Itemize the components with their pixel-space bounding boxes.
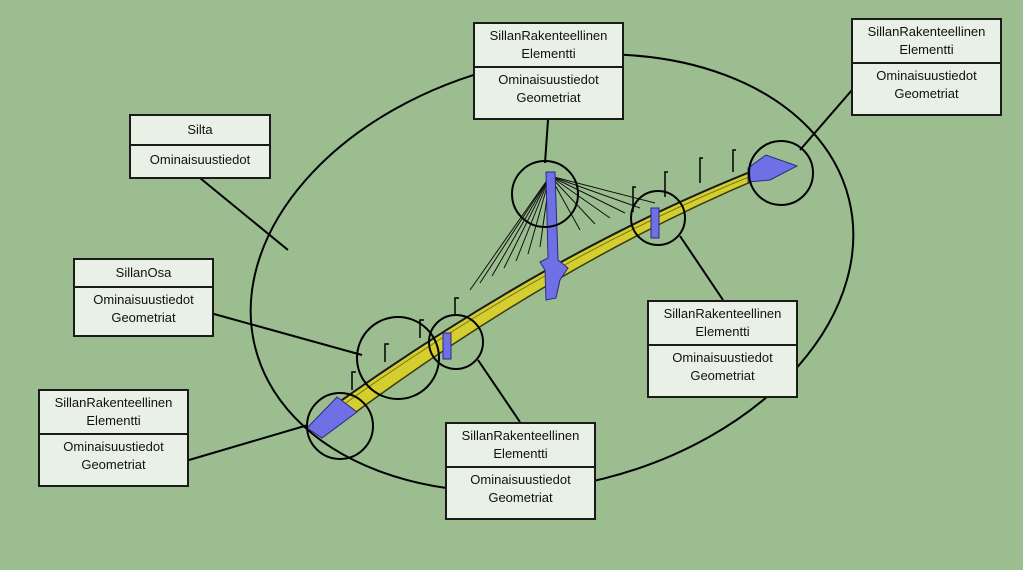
pylon (539, 171, 569, 301)
element-circles (306, 140, 814, 460)
box-geometries: Geometriat (516, 90, 581, 105)
railing-posts (351, 149, 736, 390)
box-title: SillanRakenteellinen Elementti (867, 24, 986, 57)
box-properties: Ominaisuustiedot (470, 472, 571, 487)
connector-lines (188, 89, 853, 461)
pier-right (650, 207, 660, 239)
mid-pier-element-box: SillanRakenteellinen Elementti Ominaisuu… (445, 422, 596, 520)
box-body: Ominaisuustiedot Geometriat (75, 286, 212, 330)
box-geometries: Geometriat (894, 86, 959, 101)
box-properties: Ominaisuustiedot (672, 350, 773, 365)
box-properties: Ominaisuustiedot (131, 144, 269, 174)
box-geometries: Geometriat (81, 457, 146, 472)
box-title: SillanRakenteellinen Elementti (54, 395, 173, 428)
pylon-element-box: SillanRakenteellinen Elementti Ominaisuu… (473, 22, 624, 120)
box-body: Ominaisuustiedot Geometriat (649, 344, 796, 388)
start-element-box: SillanRakenteellinen Elementti Ominaisuu… (38, 389, 189, 487)
box-properties: Ominaisuustiedot (498, 72, 599, 87)
box-properties: Ominaisuustiedot (876, 68, 977, 83)
box-title: SillanRakenteellinen Elementti (663, 306, 782, 339)
box-geometries: Geometriat (111, 310, 176, 325)
sillan-osa-box: SillanOsa Ominaisuustiedot Geometriat (73, 258, 214, 337)
box-body: Ominaisuustiedot Geometriat (475, 66, 622, 110)
box-body: Ominaisuustiedot Geometriat (40, 433, 187, 477)
abutment-right (747, 154, 799, 183)
box-title: SillanRakenteellinen Elementti (461, 428, 580, 461)
box-title: SillanOsa (115, 265, 172, 280)
box-properties: Ominaisuustiedot (63, 439, 164, 454)
box-geometries: Geometriat (690, 368, 755, 383)
pier-element-box: SillanRakenteellinen Elementti Ominaisuu… (647, 300, 798, 398)
box-body: Ominaisuustiedot Geometriat (853, 62, 1000, 106)
box-title: SillanRakenteellinen Elementti (489, 28, 608, 61)
box-geometries: Geometriat (488, 490, 553, 505)
pier-middle (442, 332, 452, 360)
end-element-box: SillanRakenteellinen Elementti Ominaisuu… (851, 18, 1002, 116)
abutment-left (306, 396, 358, 439)
silta-box: Silta Ominaisuustiedot (129, 114, 271, 179)
box-properties: Ominaisuustiedot (93, 292, 194, 307)
box-body: Ominaisuustiedot Geometriat (447, 466, 594, 510)
box-title: Silta (187, 122, 213, 137)
